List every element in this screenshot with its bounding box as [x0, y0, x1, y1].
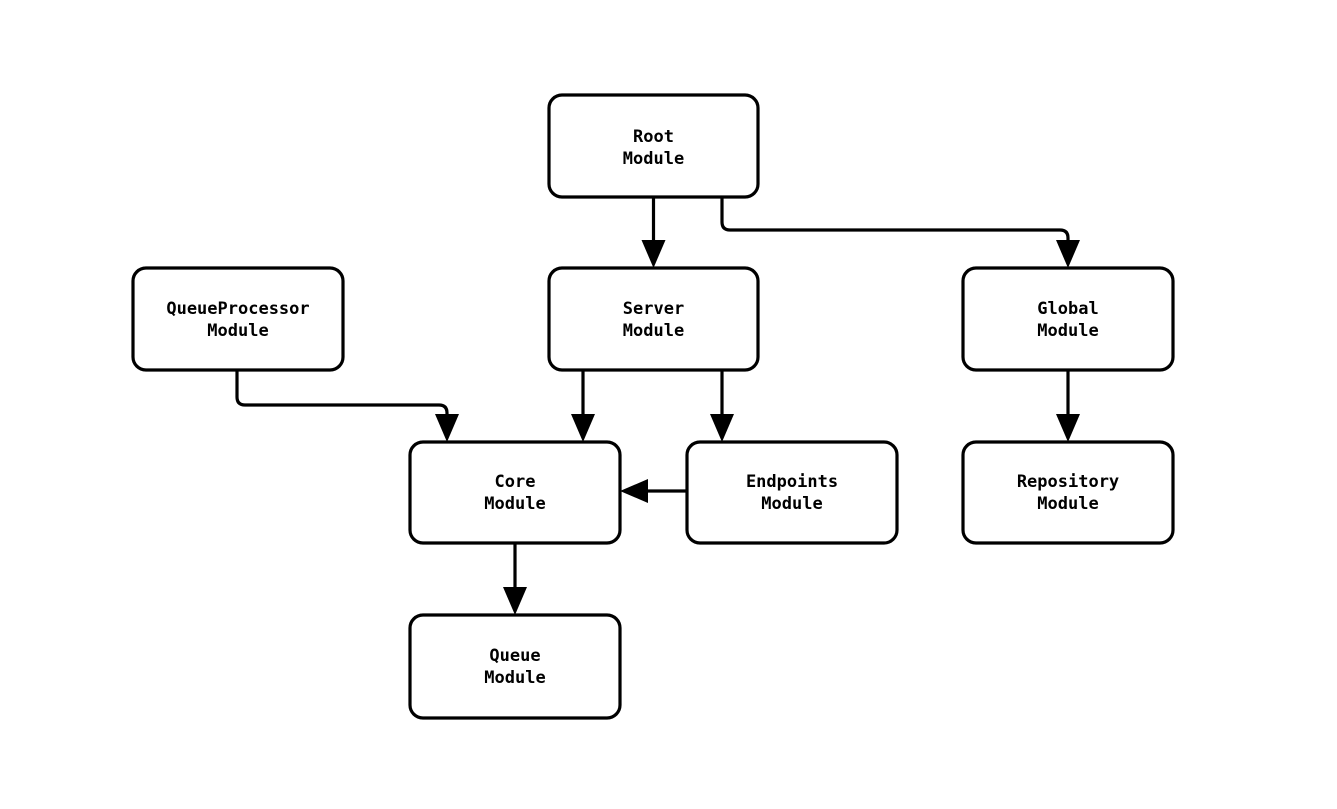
node-repository-module-box[interactable]	[961, 440, 1175, 545]
node-endpoints-module-label-line2: Module	[761, 494, 822, 514]
node-root-module-label-line2: Module	[623, 149, 684, 169]
edge-root-to-server-arrowhead	[641, 240, 666, 268]
edge-global-to-repository	[1056, 370, 1080, 442]
node-root-module[interactable]: Root Module	[547, 93, 760, 199]
node-core-module[interactable]: Core Module	[408, 440, 622, 545]
node-queue-module-label-line2: Module	[484, 668, 545, 688]
edge-root-to-global	[720, 197, 1080, 268]
node-global-module-box[interactable]	[961, 266, 1175, 372]
node-endpoints-module-box[interactable]	[685, 440, 899, 545]
node-repository-module-label-line1: Repository	[1017, 472, 1119, 492]
node-queueprocessor-module-label-line1: QueueProcessor	[166, 299, 309, 319]
node-core-module-label-line1: Core	[495, 472, 536, 492]
node-server-module-label-line2: Module	[623, 321, 684, 341]
node-queue-module-label-line1: Queue	[489, 646, 540, 666]
node-core-module-box[interactable]	[408, 440, 622, 545]
edge-global-to-repository-arrowhead	[1056, 414, 1080, 442]
edge-server-to-endpoints	[710, 370, 734, 442]
node-core-module-label-line2: Module	[484, 494, 545, 514]
edge-queueprocessor-to-core-line	[235, 370, 449, 426]
node-repository-module-label-line2: Module	[1037, 494, 1098, 514]
node-server-module-label-line1: Server	[623, 299, 684, 319]
node-root-module-box[interactable]	[547, 93, 760, 199]
edge-core-to-queue-arrowhead	[503, 587, 527, 615]
node-global-module-label-line1: Global	[1037, 299, 1098, 319]
node-root-module-label-line1: Root	[633, 127, 674, 147]
node-queueprocessor-module-box[interactable]	[131, 266, 345, 372]
edge-endpoints-to-core-arrowhead	[620, 479, 648, 503]
edge-server-to-endpoints-arrowhead	[710, 414, 734, 442]
node-global-module[interactable]: Global Module	[961, 266, 1175, 372]
edge-queueprocessor-to-core-arrowhead	[435, 414, 459, 442]
node-global-module-label-line2: Module	[1037, 321, 1098, 341]
edge-root-to-global-line	[720, 197, 1070, 252]
edge-endpoints-to-core	[620, 479, 687, 503]
edge-root-to-server	[641, 197, 666, 268]
node-queueprocessor-module-label-line2: Module	[207, 321, 268, 341]
node-server-module-box[interactable]	[547, 266, 760, 372]
node-queueprocessor-module[interactable]: QueueProcessor Module	[131, 266, 345, 372]
node-endpoints-module[interactable]: Endpoints Module	[685, 440, 899, 545]
node-server-module[interactable]: Server Module	[547, 266, 760, 372]
node-queue-module[interactable]: Queue Module	[408, 613, 622, 720]
node-endpoints-module-label-line1: Endpoints	[746, 472, 838, 492]
edge-queueprocessor-to-core	[235, 370, 459, 442]
edge-core-to-queue	[503, 543, 527, 615]
edge-server-to-core-arrowhead	[571, 414, 595, 442]
edge-server-to-core	[571, 370, 595, 442]
node-queue-module-box[interactable]	[408, 613, 622, 720]
edge-root-to-global-arrowhead	[1056, 240, 1080, 268]
node-repository-module[interactable]: Repository Module	[961, 440, 1175, 545]
